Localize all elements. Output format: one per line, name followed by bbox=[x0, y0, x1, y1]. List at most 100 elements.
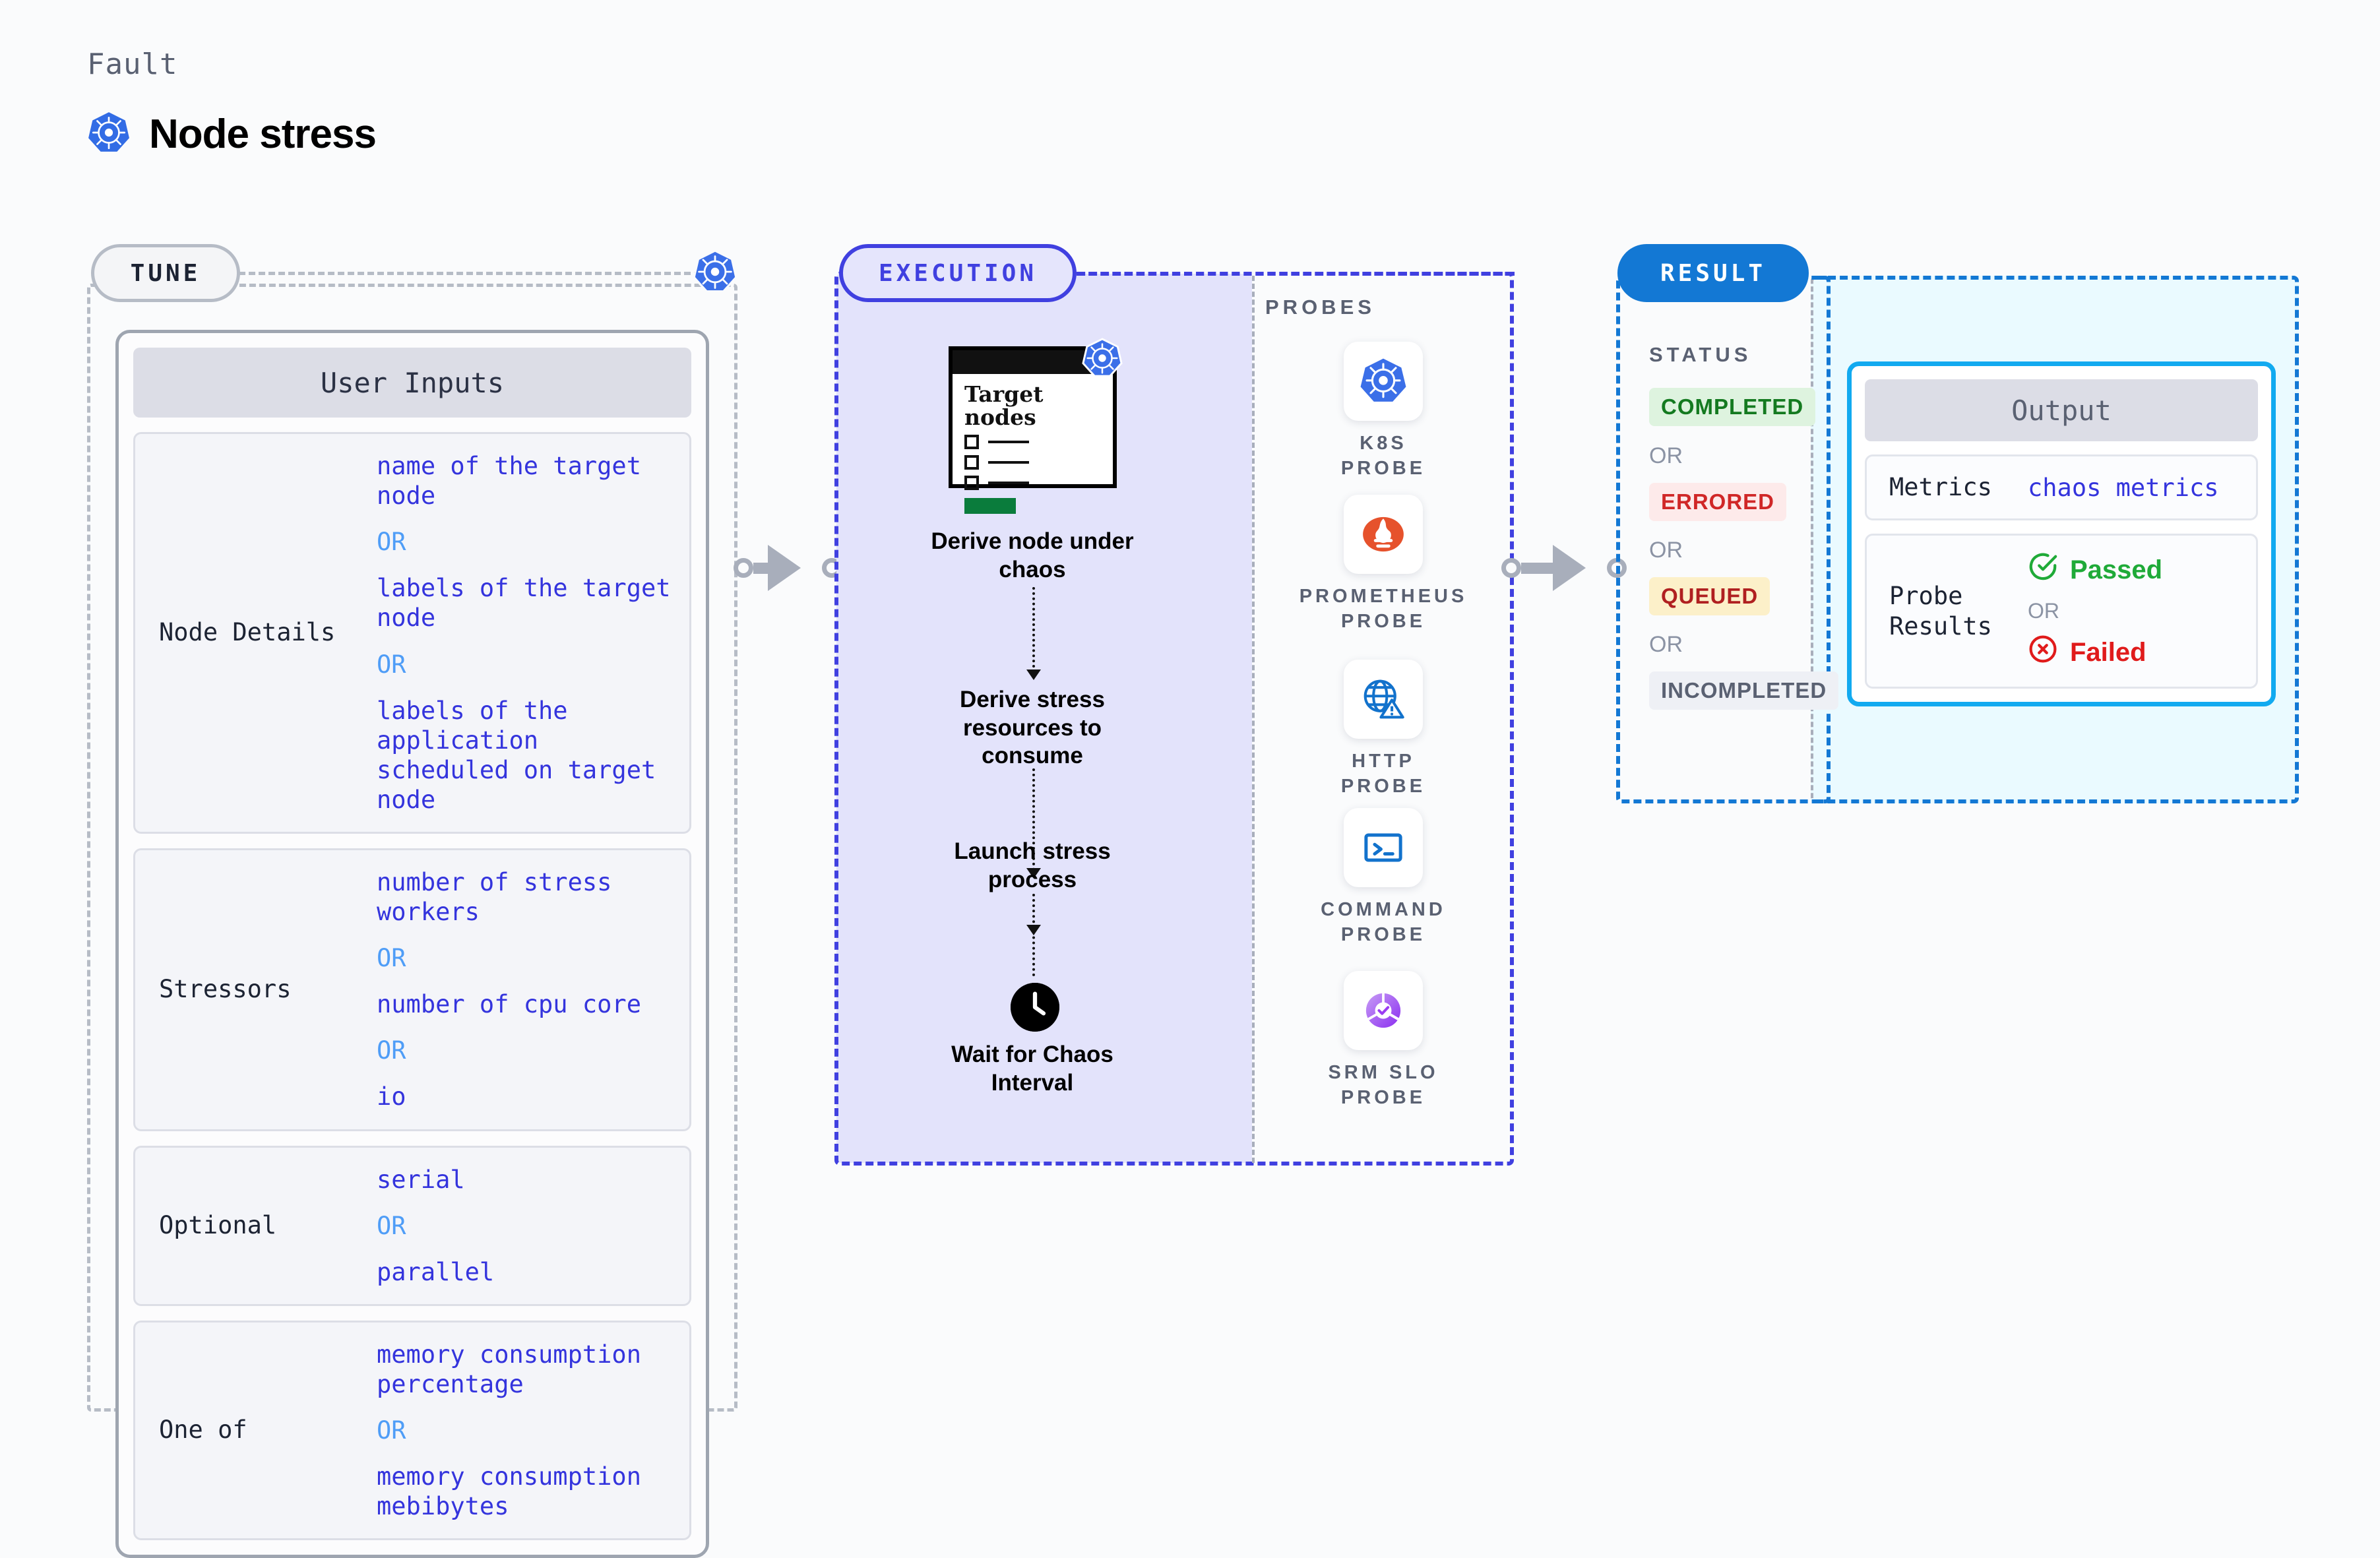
flow-step-label: Derive node under chaos bbox=[931, 528, 1134, 582]
user-inputs-card: User Inputs Node Details name of the tar… bbox=[115, 330, 709, 1558]
user-inputs-title: User Inputs bbox=[133, 348, 691, 418]
checkbox-icon bbox=[964, 476, 979, 491]
check-circle-icon bbox=[2028, 551, 2058, 588]
or-label: OR bbox=[1649, 538, 1683, 563]
or-label: OR bbox=[377, 1036, 406, 1065]
input-group-key: One of bbox=[159, 1416, 247, 1445]
input-value: memory consumption percentage bbox=[377, 1340, 641, 1398]
input-group-stressors: Stressors number of stress workers OR nu… bbox=[133, 848, 691, 1131]
or-label: OR bbox=[377, 528, 406, 557]
flow-arrow bbox=[1032, 768, 1035, 871]
fault-title-row: Node stress bbox=[87, 111, 377, 158]
or-label: OR bbox=[377, 1416, 406, 1445]
flow-arrow bbox=[1032, 587, 1035, 673]
status-badge-completed: COMPLETED bbox=[1649, 388, 1816, 426]
status-badge-queued: QUEUED bbox=[1649, 577, 1770, 615]
probe-http[interactable]: HTTP PROBE bbox=[1327, 660, 1439, 799]
probe-label: HTTP PROBE bbox=[1340, 751, 1426, 797]
result-badge[interactable]: RESULT bbox=[1617, 244, 1809, 302]
input-value: name of the target node bbox=[377, 452, 641, 511]
connector-tune-to-execution bbox=[734, 545, 842, 591]
input-value: parallel bbox=[377, 1257, 495, 1286]
tune-connector-line bbox=[239, 272, 701, 275]
or-label: OR bbox=[1649, 443, 1683, 468]
probe-k8s[interactable]: K8S PROBE bbox=[1327, 342, 1439, 481]
placeholder-line bbox=[988, 441, 1029, 444]
or-label: OR bbox=[377, 1211, 406, 1240]
connector-arrowhead bbox=[768, 545, 834, 591]
probe-command[interactable]: COMMAND PROBE bbox=[1321, 808, 1443, 947]
kubernetes-icon bbox=[693, 249, 737, 297]
probe-srm-slo[interactable]: SRM SLO PROBE bbox=[1327, 971, 1439, 1110]
status-label: STATUS bbox=[1649, 343, 1752, 366]
list-item bbox=[964, 435, 1113, 450]
input-value: memory consumption mebibytes bbox=[377, 1462, 641, 1521]
output-probe-results-row: Probe Results Passed OR Failed bbox=[1865, 534, 2258, 689]
input-value: labels of the target node bbox=[377, 574, 671, 633]
probes-label: PROBES bbox=[1265, 296, 1375, 319]
or-label: OR bbox=[377, 944, 406, 973]
connector-endpoint bbox=[1501, 558, 1521, 578]
checkbox-icon bbox=[964, 455, 979, 470]
probe-result-passed: Passed bbox=[2028, 551, 2249, 588]
fault-kicker-label: Fault bbox=[87, 47, 178, 81]
connector-endpoint bbox=[734, 558, 753, 578]
kubernetes-icon bbox=[1082, 338, 1123, 382]
output-key: Metrics bbox=[1889, 473, 1992, 501]
status-badge-errored: ERRORED bbox=[1649, 483, 1787, 521]
page-title: Node stress bbox=[149, 111, 377, 157]
probe-result-label: Passed bbox=[2070, 555, 2163, 584]
input-value: labels of the application scheduled on t… bbox=[377, 696, 656, 814]
input-group-key: Node Details bbox=[159, 618, 336, 647]
input-group-key: Optional bbox=[159, 1211, 277, 1239]
execution-badge[interactable]: EXECUTION bbox=[839, 244, 1077, 302]
input-group-optional: Optional serial OR parallel bbox=[133, 1145, 691, 1306]
x-circle-icon bbox=[2028, 634, 2058, 671]
input-value: number of stress workers bbox=[377, 868, 612, 927]
probe-label: COMMAND PROBE bbox=[1321, 899, 1446, 945]
flow-step-label: Derive stress resources to consume bbox=[960, 687, 1105, 769]
clock-icon bbox=[1011, 983, 1059, 1032]
connector-line bbox=[753, 562, 769, 574]
target-nodes-title: Target nodes bbox=[964, 381, 1044, 430]
input-group-node-details: Node Details name of the target node OR … bbox=[133, 432, 691, 834]
output-card: Output Metrics chaos metrics Probe Resul… bbox=[1847, 361, 2276, 707]
kubernetes-icon bbox=[1344, 342, 1423, 421]
or-label: OR bbox=[1649, 632, 1683, 657]
checkbox-icon bbox=[964, 435, 979, 450]
connector-execution-to-result bbox=[1501, 545, 1627, 591]
list-item bbox=[964, 455, 1113, 470]
probe-result-failed: Failed bbox=[2028, 634, 2249, 671]
input-group-key: Stressors bbox=[159, 975, 292, 1004]
or-label: OR bbox=[2028, 599, 2059, 623]
kubernetes-icon bbox=[87, 111, 131, 158]
probe-label: SRM SLO PROBE bbox=[1328, 1062, 1439, 1108]
status-badge-incompleted: INCOMPLETED bbox=[1649, 671, 1839, 710]
flow-step-label: Wait for Chaos Interval bbox=[951, 1042, 1113, 1096]
input-value: io bbox=[377, 1082, 406, 1111]
placeholder-line bbox=[988, 482, 1029, 485]
probe-label: PROMETHEUS PROBE bbox=[1299, 586, 1468, 632]
or-label: OR bbox=[377, 650, 406, 679]
flow-arrowhead bbox=[1026, 670, 1041, 680]
output-metrics-row: Metrics chaos metrics bbox=[1865, 454, 2258, 521]
connector-arrowhead bbox=[1553, 545, 1619, 591]
list-item bbox=[964, 476, 1113, 491]
placeholder-line bbox=[988, 461, 1029, 464]
slo-check-icon bbox=[1344, 971, 1423, 1050]
output-title: Output bbox=[1865, 379, 2258, 441]
flow-arrowhead bbox=[1026, 925, 1041, 935]
output-value: chaos metrics bbox=[2028, 473, 2219, 502]
input-group-one-of: One of memory consumption percentage OR … bbox=[133, 1320, 691, 1541]
globe-warning-icon bbox=[1344, 660, 1423, 739]
tune-badge[interactable]: TUNE bbox=[91, 244, 240, 302]
input-value: number of cpu core bbox=[377, 990, 641, 1019]
prometheus-icon bbox=[1344, 495, 1423, 574]
probes-column bbox=[1252, 276, 1513, 1163]
execution-connector-line bbox=[1077, 272, 1515, 276]
flow-step-label: Launch stress process bbox=[954, 838, 1111, 892]
flow-arrowhead bbox=[1026, 868, 1041, 879]
probe-result-label: Failed bbox=[2070, 637, 2146, 667]
probe-prometheus[interactable]: PROMETHEUS PROBE bbox=[1300, 495, 1464, 634]
probe-label: K8S PROBE bbox=[1340, 433, 1426, 479]
